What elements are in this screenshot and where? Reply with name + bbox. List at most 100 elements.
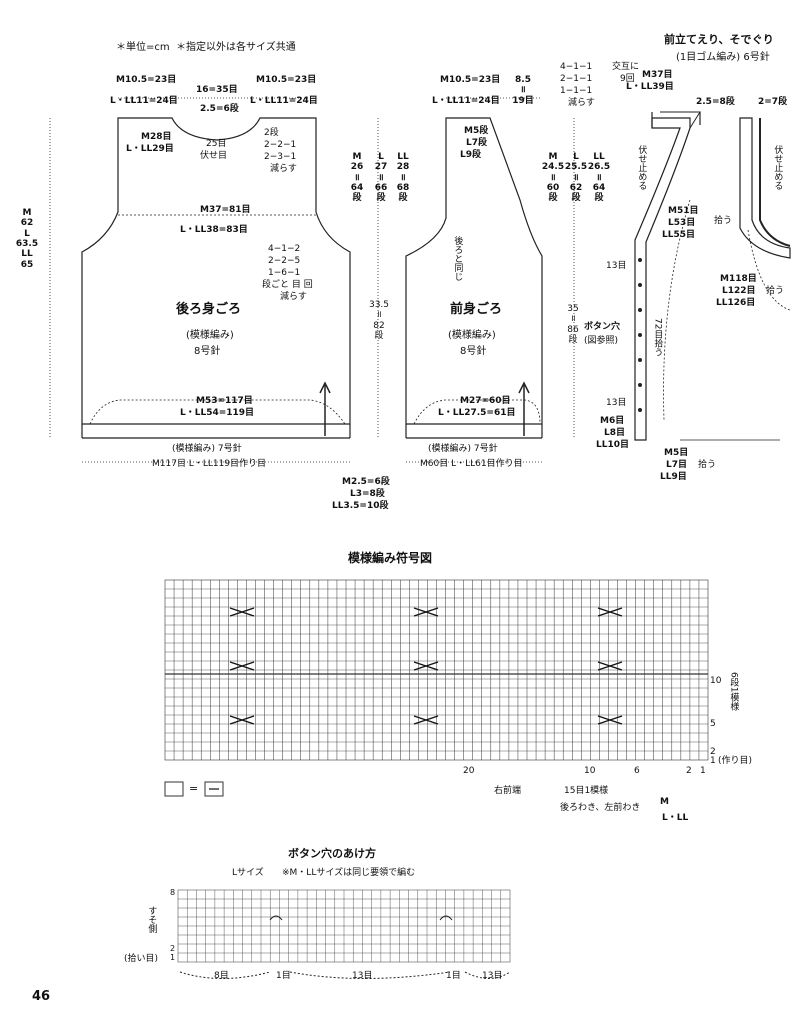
buttonhole-c1b: 1目: [446, 971, 461, 981]
front-neck-alt2: 9回: [620, 74, 635, 84]
cable-cross-symbol: [413, 661, 439, 671]
band-l7: L7目: [666, 460, 687, 470]
back-cast-on: M117目 L・LL119目作り目: [152, 459, 267, 469]
unit-note: ＊単位=cm: [116, 42, 170, 53]
band-w1: 2.5=8段: [696, 97, 735, 107]
back-neck-dec-2: 2−2−1: [264, 140, 297, 150]
front-pattern: (模様編み): [448, 330, 496, 341]
buttonhole-title: ボタン穴のあけ方: [288, 847, 376, 860]
chart-lll: L・LL: [662, 813, 689, 823]
pattern-chart-cables: [229, 607, 623, 725]
back-hem-m: M53=117目: [196, 396, 253, 406]
front-neck-dec-1: 4−1−1: [560, 62, 593, 72]
front-neck-dec-3: 1−1−1: [560, 86, 593, 96]
band-subtitle: (1目ゴム編み) 6号針: [676, 52, 770, 63]
back-neck-dec-3: 2−3−1: [264, 152, 297, 162]
buttonhole-row-8: 8: [170, 888, 176, 897]
chart-repeat: 15目1模様: [564, 786, 609, 796]
back-arm-dec-2: 2−2−5: [268, 256, 301, 266]
chart-right-edge: 右前端: [494, 786, 522, 796]
front-neck-ll: L9段: [460, 150, 481, 160]
back-arm-dec-4: 段ごと 目 回: [262, 280, 313, 290]
back-neck-m: M28目: [141, 132, 172, 142]
band-72: 72目拾う: [652, 318, 663, 357]
back-arm-dec-3: 1−6−1: [268, 268, 301, 278]
band-bind2: 伏せ止める: [772, 145, 783, 190]
front-hem-l: L・LL27.5=61目: [438, 408, 516, 418]
back-hem-l: L・LL54=119目: [180, 408, 255, 418]
back-top-right-l: L・LL11=24目: [250, 96, 318, 106]
band-m6: M6目: [600, 416, 625, 426]
buttonhole-side: すそ側: [146, 906, 157, 933]
front-shoulder-l: L・LL11=24目: [432, 96, 500, 106]
pattern-chart-rows: [165, 588, 708, 752]
chart-row-1: 1: [710, 756, 716, 766]
cable-cross-symbol: [597, 715, 623, 725]
buttonhole-c13: 13目: [352, 971, 373, 981]
back-neck-bind: 25目: [206, 139, 227, 149]
band-m118: M118目: [720, 274, 757, 284]
band-l8: L8目: [604, 428, 625, 438]
chart-row-10: 10: [710, 676, 722, 686]
band-pick3: 拾う: [766, 286, 785, 296]
band-title: 前立てえり、そでぐり: [664, 33, 774, 46]
buttonhole-note: ※M・LLサイズは同じ要領で編む: [282, 868, 416, 878]
buttonhole-c13b: 13目: [482, 971, 503, 981]
size-note: ＊指定以外は各サイズ共通: [176, 42, 296, 53]
back-needle: 8号針: [194, 346, 221, 357]
rib-height-m: M2.5=6段: [342, 477, 390, 487]
cable-cross-symbol: [413, 715, 439, 725]
chart-back-left: 後ろわき、左前わき: [560, 803, 641, 813]
band-w2: 2=7段: [758, 97, 788, 107]
back-neck-dec-1: 2段: [264, 128, 279, 138]
buttonhole-size: Lサイズ: [232, 868, 264, 878]
band-ll9: LL9目: [660, 472, 687, 482]
buttonhole-chart-rows: [178, 898, 510, 954]
front-title: 前身ごろ: [450, 302, 503, 317]
cable-cross-symbol: [229, 607, 255, 617]
back-pattern: (模様編み): [186, 330, 234, 341]
front-neck-m: M5段: [464, 126, 489, 136]
front-hem-m: M27=60目: [460, 396, 511, 406]
band-pick2: 拾う: [698, 460, 717, 470]
chart-repeat-rows: 6段1模様: [728, 672, 739, 711]
band-l122: L122目: [722, 286, 756, 296]
front-neck-dec-2: 2−1−1: [560, 74, 593, 84]
band-13a: 13目: [606, 261, 627, 271]
buttonhole-c8: 8目: [214, 971, 229, 981]
front-neck-l: L7段: [466, 138, 487, 148]
chart-col-2: 2: [686, 766, 692, 776]
front-center-neck: 8.5॥19目: [512, 75, 534, 106]
back-neck-l: L・LL29目: [126, 144, 174, 154]
front-rib: (模様編み) 7号針: [428, 444, 498, 454]
cable-cross-symbol: [229, 715, 255, 725]
chart-row-note: (作り目): [718, 756, 753, 766]
cable-cross-symbol: [229, 661, 255, 671]
cable-cross-symbol: [597, 607, 623, 617]
back-width-m: M37=81目: [200, 205, 251, 215]
chart-row-2: 2: [710, 747, 716, 757]
band-m37: M37目: [642, 70, 673, 80]
band-ll126: LL126目: [716, 298, 756, 308]
buttonhole-row-1: 1: [170, 953, 176, 962]
back-title: 後ろ身ごろ: [176, 302, 242, 317]
front-shoulder-m: M10.5=23目: [440, 75, 501, 85]
cable-cross-symbol: [597, 661, 623, 671]
band-l53: L53目: [668, 218, 696, 228]
buttonhole-pick: (拾い目): [124, 954, 159, 964]
band-ll10: LL10目: [596, 440, 629, 450]
front-buttonhole-ref: (図参照): [584, 336, 619, 346]
band-l39: L・LL39目: [626, 82, 674, 92]
back-arm-dec-5: 減らす: [280, 292, 307, 302]
back-rib: (模様編み) 7号針: [172, 444, 242, 454]
chart-title: 模様編み符号図: [348, 551, 433, 565]
front-needle: 8号針: [460, 346, 487, 357]
back-top-right-m: M10.5=23目: [256, 75, 317, 85]
band-outline: [634, 117, 691, 441]
front-cast-on: M60目 L・LL61目作り目: [420, 459, 523, 469]
band-13b: 13目: [606, 398, 627, 408]
back-width-l: L・LL38=83目: [180, 225, 248, 235]
